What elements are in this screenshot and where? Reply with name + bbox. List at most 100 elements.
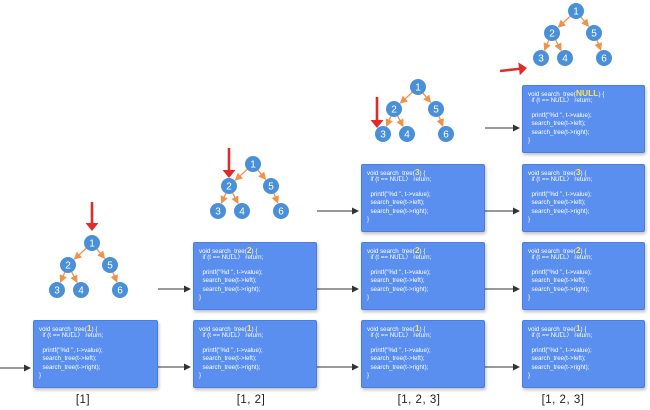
tree-node xyxy=(428,101,444,117)
tree-node xyxy=(234,203,250,219)
null-check-line: if (t == NULL〉 return; xyxy=(367,254,432,262)
signature-brace: ) { xyxy=(251,326,258,333)
call-argument: 1 xyxy=(575,323,581,333)
printf-line: printf("%d ", t->value); xyxy=(528,111,592,119)
tree-node xyxy=(596,50,612,66)
stage-4-caption: [1, 2, 3] xyxy=(541,394,585,406)
tree-edge xyxy=(396,115,404,128)
tree-node-label: 4 xyxy=(404,130,410,141)
tree-node xyxy=(568,3,584,19)
signature-brace: ) { xyxy=(419,248,426,255)
tree-node xyxy=(375,126,391,142)
call-argument: 1 xyxy=(86,323,92,333)
frame-signature: void search_tree(2) { xyxy=(199,245,311,255)
left-call-line: search_tree(t->left); xyxy=(528,199,586,207)
printf-line: printf("%d ", t->value); xyxy=(199,268,263,276)
stack-frame: void search_tree(3) { if (t == NULL〉 ret… xyxy=(522,164,645,232)
right-call-line: search_tree(t->right); xyxy=(367,363,429,371)
function-name: void search_tree( xyxy=(199,248,247,255)
stage-2-caption: [1, 2] xyxy=(236,394,266,406)
frame-signature: void search_tree(2) { xyxy=(528,245,639,255)
function-name: void search_tree( xyxy=(367,326,415,333)
left-call-line: search_tree(t->left); xyxy=(367,199,425,207)
stack-frame: void search_tree(1) { if (t == NULL〉 ret… xyxy=(522,320,645,388)
function-name: void search_tree( xyxy=(367,248,415,255)
function-name: void search_tree( xyxy=(39,326,87,333)
tree-node xyxy=(210,203,226,219)
tree-edge xyxy=(543,40,551,51)
tree-node xyxy=(73,282,89,298)
function-name: void search_tree( xyxy=(528,326,576,333)
null-check-line: if (t == NULL〉 return; xyxy=(528,176,593,184)
printf-line: printf("%d ", t->value); xyxy=(528,190,592,198)
null-check-line: if (t == NULL〉 return; xyxy=(528,332,593,340)
signature-brace: ) { xyxy=(580,170,587,177)
stack-frame: void search_tree(2) { if (t == NULL〉 ret… xyxy=(522,242,645,310)
printf-line: printf("%d ", t->value); xyxy=(528,268,592,276)
tree-edge xyxy=(557,15,571,28)
current-node-pointer xyxy=(85,202,99,231)
tree-node xyxy=(245,156,261,172)
frame-signature: void search_tree(1) { xyxy=(528,323,639,333)
tree-node-label: 5 xyxy=(433,105,439,116)
tree-node-label: 1 xyxy=(415,83,421,94)
right-call-line: search_tree(t->right); xyxy=(528,128,590,136)
stack-frame: void search_tree(1) { if (t == NULL〉 ret… xyxy=(193,320,317,388)
frame-signature: void search_tree(1) { xyxy=(367,324,479,333)
function-name: void search_tree( xyxy=(528,91,576,98)
null-check-line: if (t == NULL〉 return; xyxy=(39,332,104,340)
tree-node xyxy=(438,126,454,142)
tree-node-label: 2 xyxy=(226,182,232,193)
tree-edge xyxy=(436,116,444,127)
closing-brace: } xyxy=(367,215,370,223)
tree-node-label: 1 xyxy=(573,7,579,18)
closing-brace: } xyxy=(39,371,42,379)
tree-edge xyxy=(554,39,562,52)
current-node-pointer xyxy=(222,148,236,178)
tree-node-label: 6 xyxy=(601,54,607,65)
call-argument: 2 xyxy=(575,245,581,255)
function-name: void search_tree( xyxy=(367,170,415,177)
tree-node xyxy=(221,178,237,194)
tree-node xyxy=(410,79,426,95)
tree-node-label: 5 xyxy=(268,182,274,193)
stack-frame: void search_tree(3) { if (t == NULL〉 ret… xyxy=(361,164,485,232)
null-check-line: if (t == NULL〉 return; xyxy=(528,254,593,262)
null-check-line: if (t == NULL〉 return; xyxy=(367,332,432,340)
tree-node-label: 6 xyxy=(278,207,284,218)
tree-node xyxy=(49,282,65,298)
closing-brace: } xyxy=(528,215,531,223)
tree-node xyxy=(386,101,402,117)
frame-signature: void search_tree(2) { xyxy=(367,246,479,255)
call-argument: 2 xyxy=(246,245,252,255)
closing-brace: } xyxy=(199,371,202,379)
right-call-line: search_tree(t->right); xyxy=(39,363,101,371)
printf-line: printf("%d ", t->value); xyxy=(367,190,431,198)
signature-brace: ) { xyxy=(580,326,587,333)
function-name: void search_tree( xyxy=(199,326,247,333)
right-call-line: search_tree(t->right); xyxy=(199,363,261,371)
left-call-line: search_tree(t->left); xyxy=(528,355,586,363)
signature-brace: ) { xyxy=(419,326,426,333)
function-name: void search_tree( xyxy=(528,170,576,177)
tree-node-label: 6 xyxy=(443,130,449,141)
left-call-line: search_tree(t->left); xyxy=(367,277,425,285)
right-call-line: search_tree(t->right); xyxy=(367,285,429,293)
frame-signature: void search_tree(3) { xyxy=(367,168,479,177)
tree-edge xyxy=(70,271,78,284)
left-call-line: search_tree(t->left); xyxy=(528,120,586,128)
tree-node-label: 3 xyxy=(215,207,221,218)
function-name: void search_tree( xyxy=(528,248,576,255)
frame-signature: void search_tree(NULL) { xyxy=(528,89,639,98)
tree-node xyxy=(263,178,279,194)
tree-node xyxy=(112,282,128,298)
current-node-pointer xyxy=(499,62,527,76)
tree-edge xyxy=(399,91,413,104)
tree-node xyxy=(544,25,560,41)
